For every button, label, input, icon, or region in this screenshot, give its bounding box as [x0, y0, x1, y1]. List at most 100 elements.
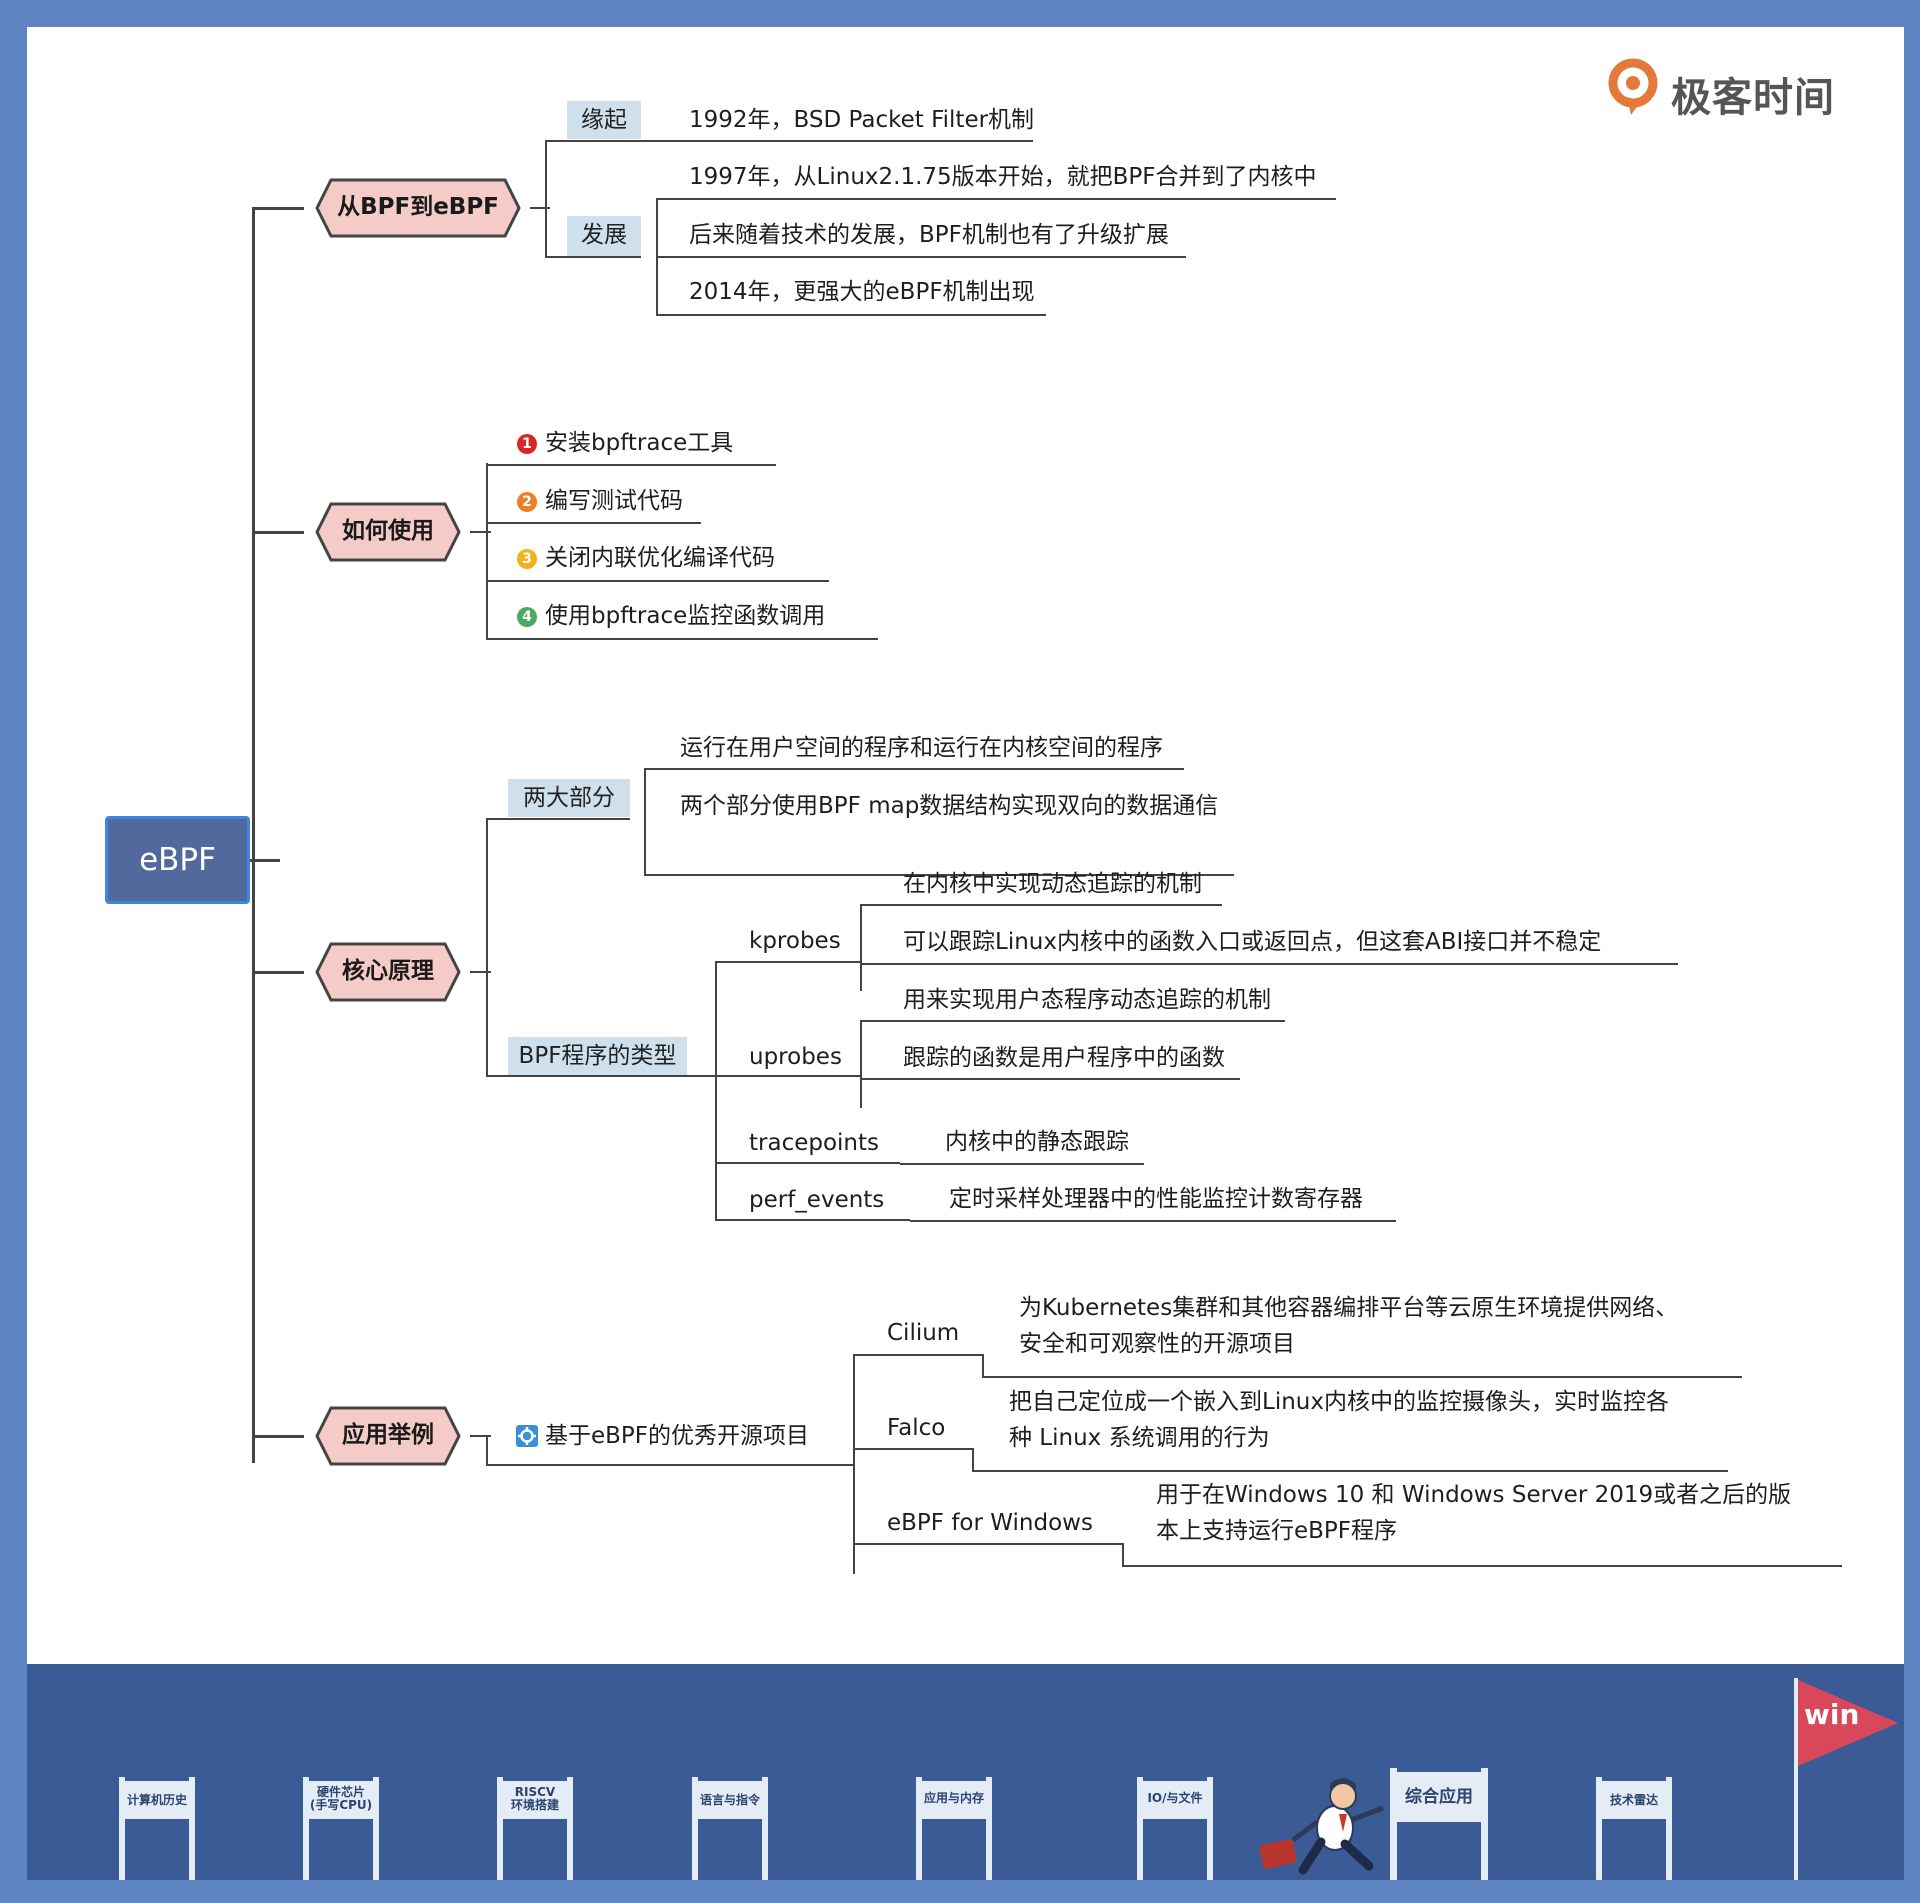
- root-label: eBPF: [139, 842, 216, 878]
- origin-text-underline: [641, 140, 1033, 142]
- root-connector: [250, 859, 280, 862]
- branch-label-principle: 核心原理: [342, 958, 434, 984]
- tracepoints-desc-underline: [900, 1163, 1144, 1165]
- perf-events-underline: [715, 1219, 910, 1221]
- uprobes-item-1: 用来实现用户态程序动态追踪的机制: [903, 987, 1271, 1013]
- uprobes-label: uprobes: [749, 1044, 842, 1070]
- examples-node-drop: [486, 1435, 488, 1465]
- project-desc-cilium-underline: [982, 1376, 1742, 1378]
- trunk-branch-1: [252, 207, 304, 210]
- tag-development: 发展: [567, 216, 641, 256]
- examples-node-underline: [486, 1464, 853, 1466]
- development-item-1: 1997年，从Linux2.1.75版本开始，就把BPF合并到了内核中: [689, 164, 1317, 190]
- progress-gate-4: 语言与指令: [692, 1777, 768, 1880]
- step-underline-2: [486, 522, 701, 524]
- origin-text: 1992年，BSD Packet Filter机制: [689, 107, 1035, 133]
- progress-gate-6-label: IO/与文件: [1147, 1791, 1203, 1805]
- branch-node-principle: [315, 942, 461, 1002]
- kprobes-spine: [860, 904, 862, 991]
- project-desc-falco-line2: 种 Linux 系统调用的行为: [1009, 1425, 1270, 1451]
- project-ebpf-windows-connector: [1122, 1543, 1124, 1565]
- step-text-1: 安装bpftrace工具: [545, 430, 734, 456]
- progress-gate-8: 技术雷达: [1596, 1777, 1672, 1880]
- principle-connector: [470, 971, 491, 973]
- uprobes-item-2: 跟踪的函数是用户程序中的函数: [903, 1045, 1225, 1071]
- tag-origin: 缘起: [567, 101, 641, 139]
- tag-types: BPF程序的类型: [508, 1037, 687, 1075]
- project-name-falco-underline: [853, 1448, 973, 1450]
- branch-label-history: 从BPF到eBPF: [337, 194, 499, 220]
- project-desc-falco-line1: 把自己定位成一个嵌入到Linux内核中的监控摄像头，实时监控各: [1009, 1389, 1669, 1415]
- trunk-branch-2: [252, 531, 304, 534]
- finish-flag-label: win: [1804, 1698, 1860, 1731]
- brand-logo-icon: [1608, 58, 1658, 115]
- kprobes-underline: [715, 961, 861, 963]
- brand-name: 极客时间: [1671, 75, 1835, 121]
- step-underline-1: [486, 464, 776, 466]
- parts-item-2-underline: [644, 874, 1234, 876]
- kprobes-item-2-underline: [860, 963, 1678, 965]
- project-cilium-connector: [982, 1354, 984, 1376]
- perf-events-desc-underline: [910, 1220, 1396, 1222]
- step-badge-3: 3: [517, 549, 537, 569]
- progress-gate-1-label: 计算机历史: [126, 1793, 187, 1807]
- branch-label-usage: 如何使用: [342, 518, 434, 544]
- kprobes-item-1: 在内核中实现动态追踪的机制: [903, 871, 1202, 897]
- tag-parts: 两大部分: [508, 779, 630, 817]
- usage-connector: [470, 531, 491, 533]
- progress-gate-7-label: 综合应用: [1405, 1787, 1473, 1807]
- tracepoints-label: tracepoints: [749, 1130, 880, 1156]
- progress-gate-2: 硬件芯片 (手写CPU): [303, 1777, 379, 1880]
- history-connector: [530, 207, 550, 209]
- project-falco-connector: [972, 1448, 974, 1470]
- kprobes-item-1-underline: [860, 904, 1222, 906]
- project-desc-falco: 把自己定位成一个嵌入到Linux内核中的监控摄像头，实时监控各 种 Linux …: [1009, 1384, 1669, 1456]
- progress-gate-3-label: RISCV 环境搭建: [510, 1785, 559, 1812]
- tag-development-underline: [545, 256, 641, 258]
- progress-gate-4-label: 语言与指令: [699, 1793, 760, 1807]
- step-badge-4: 4: [517, 607, 537, 627]
- examples-node-text: 基于eBPF的优秀开源项目: [545, 1423, 810, 1449]
- project-desc-falco-underline: [972, 1470, 1728, 1472]
- runner-figure-icon: [1259, 1778, 1384, 1875]
- brand-logo: 极客时间: [1607, 57, 1887, 121]
- step-text-4: 使用bpftrace监控函数调用: [545, 603, 826, 629]
- principle-spine: [486, 818, 488, 1076]
- step-text-3: 关闭内联优化编译代码: [545, 545, 775, 571]
- progress-gate-6: IO/与文件: [1137, 1777, 1213, 1880]
- project-desc-ebpf-windows: 用于在Windows 10 和 Windows Server 2019或者之后的…: [1156, 1477, 1791, 1549]
- examples-connector: [470, 1435, 491, 1437]
- types-spine: [715, 961, 717, 1219]
- progress-gate-7-current: 综合应用: [1390, 1768, 1488, 1880]
- usage-spine: [486, 463, 488, 639]
- parts-spine: [644, 768, 646, 875]
- step-underline-4: [486, 638, 878, 640]
- project-desc-cilium: 为Kubernetes集群和其他容器编排平台等云原生环境提供网络、 安全和可观察…: [1019, 1290, 1678, 1362]
- root-node: eBPF: [105, 816, 250, 904]
- parts-item-1: 运行在用户空间的程序和运行在内核空间的程序: [680, 735, 1163, 761]
- development-item-3-underline: [656, 314, 1046, 316]
- project-name-ebpf-windows: eBPF for Windows: [887, 1510, 1093, 1536]
- step-text-2: 编写测试代码: [545, 488, 683, 514]
- progress-gate-8-label: 技术雷达: [1609, 1793, 1658, 1807]
- mindmap-canvas: 极客时间 eBPF 从BPF到eBPF 缘起 1992年，BSD Packet …: [27, 27, 1904, 1664]
- step-badge-1: 1: [517, 434, 537, 454]
- kprobes-item-2: 可以跟踪Linux内核中的函数入口或返回点，但这套ABI接口并不稳定: [903, 929, 1602, 955]
- project-name-cilium-underline: [853, 1354, 983, 1356]
- uprobes-spine: [860, 1020, 862, 1108]
- project-name-ebpf-windows-underline: [853, 1543, 1123, 1545]
- tag-origin-underline: [545, 140, 641, 142]
- progress-gate-1: 计算机历史: [119, 1777, 195, 1880]
- finish-flag-pole: [1794, 1678, 1798, 1880]
- project-name-cilium: Cilium: [887, 1320, 960, 1346]
- progress-gate-5: 应用与内存: [916, 1777, 992, 1880]
- progress-banner: 计算机历史 硬件芯片 (手写CPU) RISCV 环境搭建 语言与指令 应用与内…: [27, 1664, 1904, 1880]
- project-desc-ebpf-windows-underline: [1122, 1565, 1842, 1567]
- kprobes-label: kprobes: [749, 928, 841, 954]
- perf-events-desc: 定时采样处理器中的性能监控计数寄存器: [949, 1186, 1363, 1212]
- development-item-2: 后来随着技术的发展，BPF机制也有了升级扩展: [689, 222, 1169, 248]
- project-desc-ebpf-windows-line2: 本上支持运行eBPF程序: [1156, 1518, 1398, 1544]
- project-name-falco: Falco: [887, 1415, 946, 1441]
- projects-spine: [853, 1354, 855, 1574]
- perf-events-label: perf_events: [749, 1187, 885, 1213]
